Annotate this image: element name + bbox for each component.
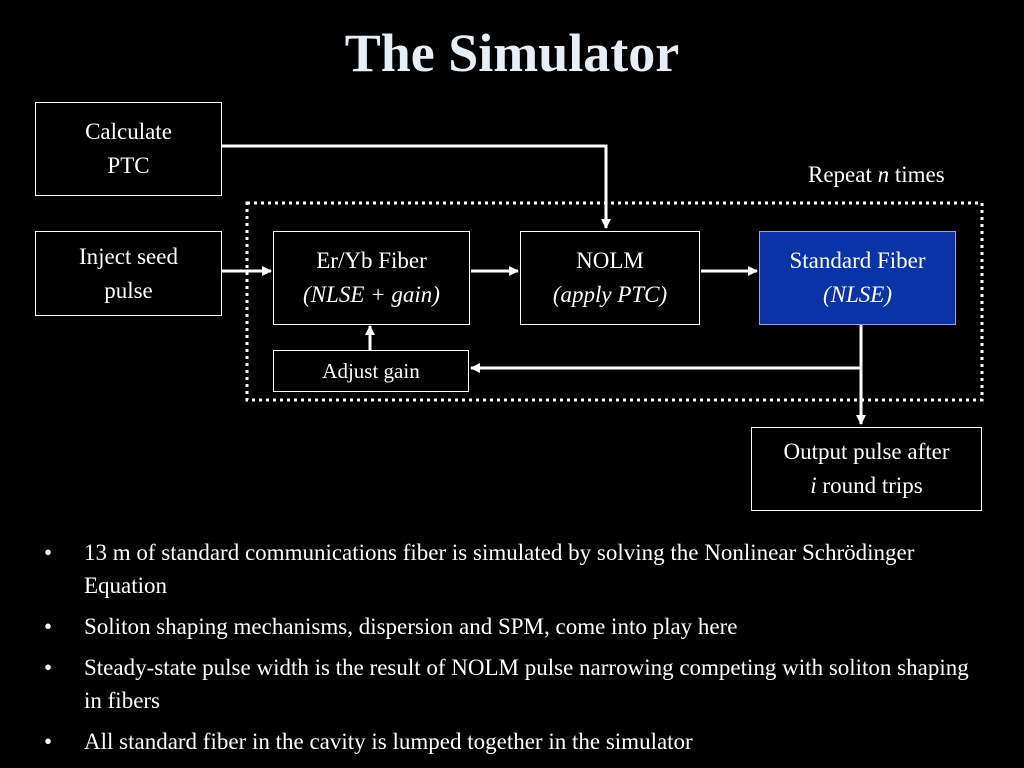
calculate-ptc-line2: PTC [107, 153, 150, 178]
output-line2-var: i [810, 473, 817, 498]
calculate-ptc-line1: Calculate [85, 119, 172, 144]
repeat-suffix: times [889, 162, 945, 187]
repeat-var: n [877, 162, 890, 187]
standard-fiber-box: Standard Fiber (NLSE) [759, 231, 956, 325]
bullet-text: All standard fiber in the cavity is lump… [84, 729, 693, 754]
arrow-ptc-to-nolm [222, 144, 611, 229]
output-line1: Output pulse after [783, 439, 950, 464]
output-pulse-box: Output pulse after i round trips [751, 427, 982, 511]
adjust-gain-box: Adjust gain [273, 350, 469, 392]
output-line2: i round trips [810, 469, 922, 503]
bullet-item: • All standard fiber in the cavity is lum… [44, 725, 984, 758]
bullet-item: • Soliton shaping mechanisms, dispersion … [44, 610, 984, 643]
bullet-list: • 13 m of standard communications fiber i… [44, 536, 984, 766]
bullet-text: Steady-state pulse width is the result o… [84, 655, 969, 713]
repeat-loop-boundary [245, 201, 984, 402]
inject-seed-pulse-box: Inject seed pulse [35, 231, 222, 316]
std-fiber-line2: (NLSE) [823, 282, 892, 307]
bullet-item: • 13 m of standard communications fiber i… [44, 536, 984, 602]
inject-line2: pulse [104, 277, 153, 303]
eryb-fiber-box: Er/Yb Fiber (NLSE + gain) [273, 231, 470, 325]
nolm-line2: (apply PTC) [552, 282, 668, 307]
bullet-item: • Steady-state pulse width is the result … [44, 651, 984, 717]
bullet-marker: • [44, 614, 53, 639]
bullet-text: 13 m of standard communications fiber is… [84, 540, 915, 598]
bullet-marker: • [44, 655, 53, 680]
std-fiber-line1: Standard Fiber [789, 248, 926, 273]
bullet-marker: • [44, 729, 53, 754]
repeat-n-times-label: Repeat n times [808, 162, 945, 188]
repeat-prefix: Repeat [808, 162, 878, 187]
eryb-line1: Er/Yb Fiber [316, 248, 427, 273]
nolm-box: NOLM (apply PTC) [520, 231, 700, 325]
adjust-gain-label: Adjust gain [322, 359, 420, 383]
bullet-marker: • [44, 540, 53, 565]
slide-title: The Simulator [344, 23, 680, 83]
inject-line1: Inject seed [79, 243, 178, 269]
bullet-text: Soliton shaping mechanisms, dispersion a… [84, 614, 738, 639]
output-line2-rest: round trips [816, 473, 923, 498]
calculate-ptc-box: Calculate PTC [35, 102, 222, 196]
eryb-line2: (NLSE + gain) [303, 282, 440, 307]
nolm-line1: NOLM [576, 248, 644, 273]
